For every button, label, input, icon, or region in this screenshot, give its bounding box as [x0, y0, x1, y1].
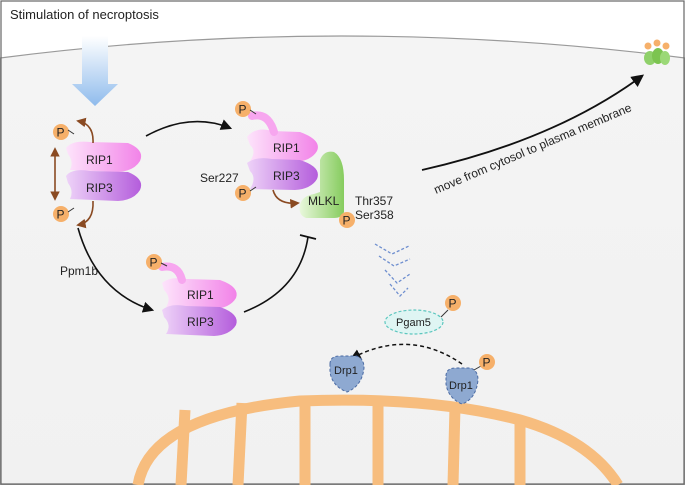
phosphate-icon [479, 354, 495, 370]
rip1-shape [162, 278, 237, 309]
phosphate-icon [53, 124, 69, 140]
rip3-shape [247, 158, 318, 190]
dashed-dephosphorylation-arrow [350, 343, 463, 365]
inhibition-bar [299, 234, 317, 240]
drp1-shape [445, 367, 479, 405]
thr357-label: Thr357 [355, 194, 393, 208]
arrow-dephosphorylation [77, 227, 155, 313]
drp1-label: Drp1 [334, 365, 358, 377]
arrow-to-membrane [421, 74, 645, 171]
rip3-label: RIP3 [273, 169, 300, 183]
phosphate-label: P [57, 126, 65, 140]
pgam5: Pgam5 P [384, 295, 461, 335]
phosphate-label: P [239, 103, 247, 117]
ser358-label: Ser358 [355, 208, 394, 222]
dashed-activation-arrow [374, 243, 411, 297]
rip1-shape [247, 129, 318, 162]
mlkl-oligomer-icon [644, 39, 670, 65]
mlkl-label: MLKL [308, 194, 340, 208]
phosphate-label: P [57, 208, 65, 222]
phosphate-label: P [449, 297, 457, 311]
ppm1b-label: Ppm1b [60, 264, 98, 278]
rip3-shape [162, 305, 237, 336]
phosphate-icon [445, 295, 461, 311]
pgam5-shape [384, 309, 444, 335]
phosphate-icon [235, 185, 251, 201]
mlkl-shape [299, 151, 344, 218]
inhibition-line [243, 236, 309, 313]
phosphate-label: P [239, 187, 247, 201]
title: Stimulation of necroptosis [10, 7, 159, 22]
arrow-to-mlkl-complex [145, 119, 233, 137]
rip1-loop [248, 111, 278, 136]
drp1-right: Drp1 P [445, 354, 495, 405]
ser227-label: Ser227 [200, 171, 239, 185]
pgam5-label: Pgam5 [396, 317, 431, 329]
cytoplasm [0, 35, 685, 485]
phosphate-label: P [150, 256, 158, 270]
mitochondria [132, 394, 623, 485]
phosphate-icon [146, 254, 162, 270]
phosphate-label: P [343, 214, 351, 228]
rip1-loop [158, 262, 186, 284]
phosphate-icon [339, 212, 355, 228]
drp1-shape [329, 355, 365, 393]
stimulus-arrow [72, 36, 118, 106]
complex-top: RIP1 RIP3 MLKL P P P Ser227 Thr357 Ser35… [200, 101, 394, 228]
rip3-shape [66, 170, 142, 201]
complex-left: RIP1 RIP3 P P [50, 117, 142, 229]
rip1-label: RIP1 [187, 288, 214, 302]
rip3-label: RIP3 [187, 315, 214, 329]
rip1-label: RIP1 [86, 153, 113, 167]
phosphate-label: P [483, 356, 491, 370]
rip1-shape [66, 141, 142, 172]
phosphate-icon [53, 206, 69, 222]
phosphate-icon [235, 101, 251, 117]
complex-bottom: RIP1 RIP3 P [146, 254, 237, 336]
rip1-label: RIP1 [273, 141, 300, 155]
drp1-left: Drp1 [329, 355, 365, 393]
rip3-label: RIP3 [86, 181, 113, 195]
drp1-label: Drp1 [449, 380, 473, 392]
